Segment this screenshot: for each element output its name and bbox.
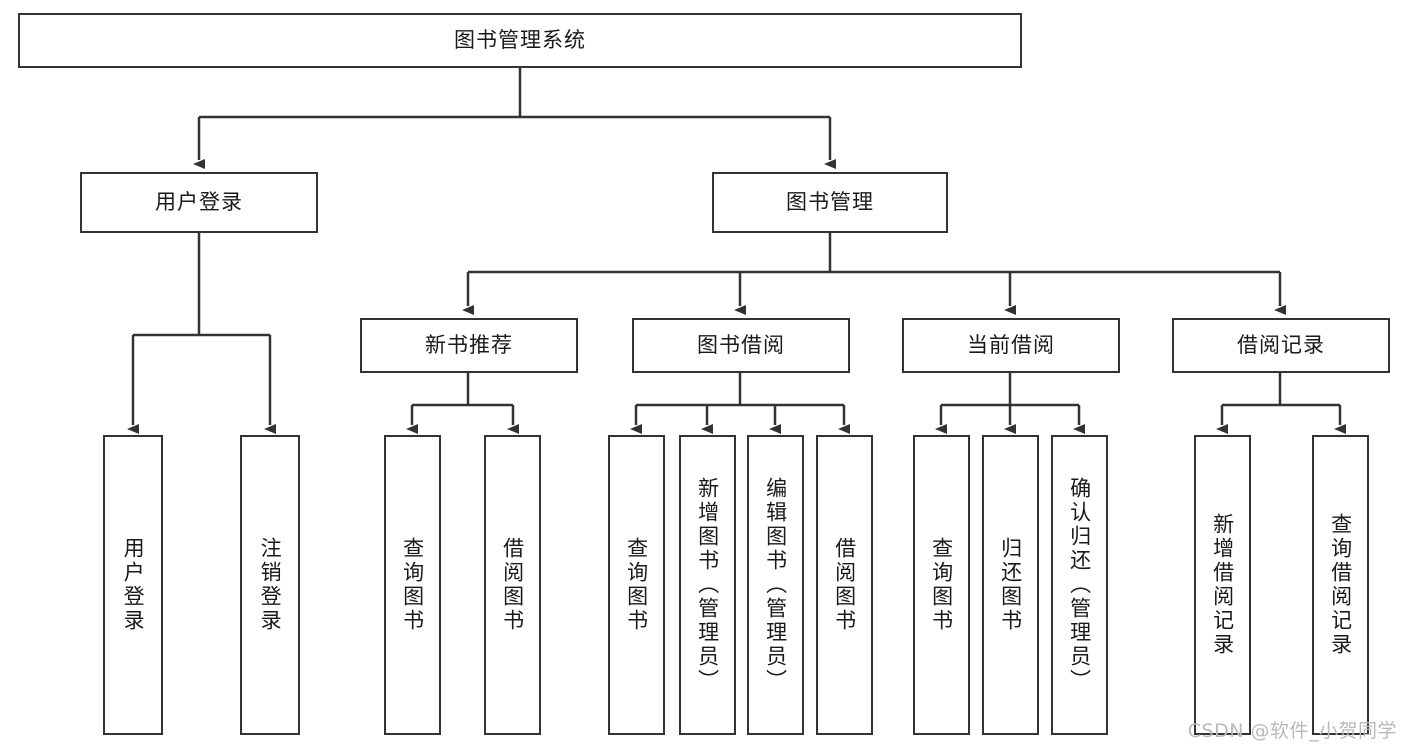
leaf-borrow-edit-book-admin[interactable]: 编辑图书（管理员） <box>747 435 804 735</box>
node-label: 图书管理 <box>786 189 874 214</box>
leaf-user-login-logout[interactable]: 注销登录 <box>240 435 300 735</box>
node-label: 用户登录 <box>121 537 146 633</box>
leaf-current-return-book[interactable]: 归还图书 <box>982 435 1039 735</box>
node-label: 查询图书 <box>929 537 954 633</box>
leaf-borrow-query-book[interactable]: 查询图书 <box>608 435 665 735</box>
node-label: 查询借阅记录 <box>1328 513 1353 657</box>
node-label: 借阅图书 <box>500 537 525 633</box>
node-label: 图书管理系统 <box>454 27 586 52</box>
leaf-user-login-login[interactable]: 用户登录 <box>103 435 163 735</box>
leaf-record-add-record[interactable]: 新增借阅记录 <box>1194 435 1251 735</box>
node-book-management[interactable]: 图书管理 <box>712 172 948 233</box>
leaf-current-query-book[interactable]: 查询图书 <box>913 435 970 735</box>
leaf-record-query-record[interactable]: 查询借阅记录 <box>1312 435 1369 735</box>
node-borrow-record[interactable]: 借阅记录 <box>1172 318 1390 373</box>
node-label: 图书借阅 <box>697 332 785 357</box>
leaf-new-book-borrow[interactable]: 借阅图书 <box>484 435 541 735</box>
node-label: 查询图书 <box>400 537 425 633</box>
node-label: 当前借阅 <box>967 332 1055 357</box>
node-label: 借阅记录 <box>1237 332 1325 357</box>
node-book-borrow[interactable]: 图书借阅 <box>632 318 850 373</box>
watermark-text: CSDN @软件_小贺同学 <box>1187 720 1397 742</box>
node-root-system[interactable]: 图书管理系统 <box>18 13 1022 68</box>
node-label: 归还图书 <box>998 537 1023 633</box>
node-user-login[interactable]: 用户登录 <box>80 172 318 233</box>
leaf-borrow-add-book-admin[interactable]: 新增图书（管理员） <box>679 435 736 735</box>
leaf-current-confirm-return-admin[interactable]: 确认归还（管理员） <box>1051 435 1108 735</box>
node-label: 新增图书（管理员） <box>695 477 720 693</box>
node-label: 借阅图书 <box>832 537 857 633</box>
node-current-borrow[interactable]: 当前借阅 <box>902 318 1120 373</box>
node-label: 新增借阅记录 <box>1210 513 1235 657</box>
node-label: 编辑图书（管理员） <box>763 477 788 693</box>
leaf-borrow-borrow-book[interactable]: 借阅图书 <box>816 435 873 735</box>
node-label: 新书推荐 <box>425 332 513 357</box>
node-label: 确认归还（管理员） <box>1067 477 1092 693</box>
node-new-book-recommend[interactable]: 新书推荐 <box>360 318 578 373</box>
node-label: 用户登录 <box>155 189 243 214</box>
node-label: 查询图书 <box>624 537 649 633</box>
leaf-new-book-query[interactable]: 查询图书 <box>384 435 441 735</box>
node-label: 注销登录 <box>258 537 283 633</box>
